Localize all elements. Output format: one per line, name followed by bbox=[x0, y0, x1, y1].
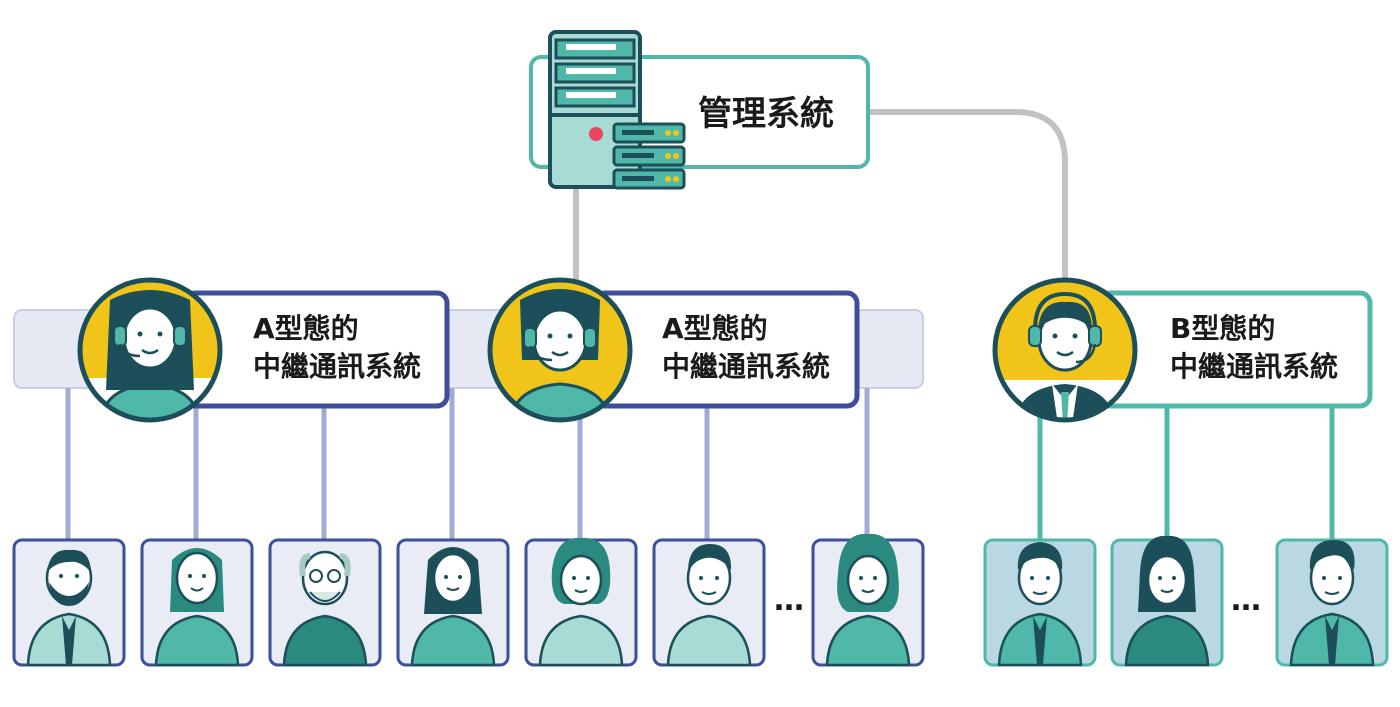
relay-system-b: B型態的 中繼通訊系統 bbox=[992, 277, 1373, 423]
group-b-ellipsis: … bbox=[1231, 583, 1261, 618]
server-icon bbox=[548, 30, 686, 190]
group-a-users: … bbox=[12, 533, 925, 667]
user-card-a1 bbox=[12, 538, 126, 667]
group-a-user-lines bbox=[65, 388, 870, 540]
relay-b-line1: B型態的 bbox=[1170, 312, 1275, 345]
relay-a2-line2: 中繼通訊系統 bbox=[662, 350, 830, 383]
group-b-user-lines bbox=[1037, 405, 1335, 540]
group-a-panel-right bbox=[854, 309, 924, 389]
relay-system-a1: A型態的 中繼通訊系統 bbox=[77, 277, 450, 423]
relay-a2-line1: A型態的 bbox=[662, 312, 768, 345]
user-card-b1 bbox=[983, 538, 1097, 667]
relay-a1-line1: A型態的 bbox=[253, 312, 359, 345]
management-system: 管理系統 bbox=[529, 30, 870, 190]
user-card-b2 bbox=[1110, 535, 1224, 667]
user-card-a5 bbox=[524, 537, 638, 667]
operator-figure-a2 bbox=[508, 289, 612, 420]
relay-b-line2: 中繼通訊系統 bbox=[1170, 350, 1338, 383]
management-label: 管理系統 bbox=[698, 94, 834, 134]
user-card-b3 bbox=[1275, 538, 1389, 667]
group-b-users: … bbox=[983, 535, 1389, 667]
user-card-a7 bbox=[811, 533, 925, 667]
relay-system-a2: A型態的 中繼通訊系統 bbox=[487, 277, 860, 423]
group-a-ellipsis: … bbox=[774, 583, 804, 618]
user-card-a6 bbox=[652, 538, 766, 667]
user-card-a3 bbox=[268, 538, 382, 667]
user-card-a2 bbox=[140, 538, 254, 667]
user-card-a4 bbox=[396, 538, 510, 667]
relay-a1-line2: 中繼通訊系統 bbox=[253, 350, 421, 383]
management-connectors bbox=[573, 109, 1068, 282]
